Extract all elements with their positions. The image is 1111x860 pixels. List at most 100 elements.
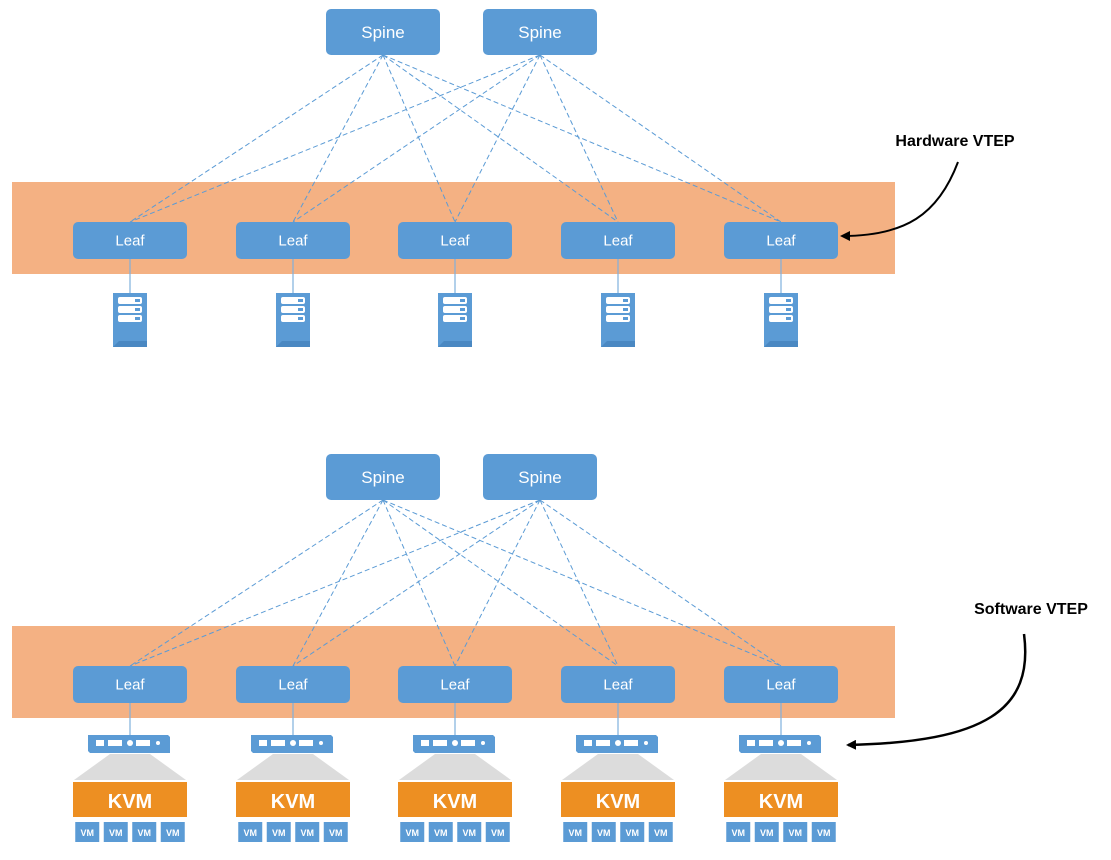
leaf-label: Leaf [440, 677, 470, 694]
kvm-box [561, 782, 675, 817]
callout-arrow [846, 633, 1027, 750]
software-vtep-fabric: Spine Spine Leaf Leaf Leaf Leaf Leaf KVM… [12, 454, 1088, 842]
vm-label: VM [166, 828, 180, 838]
vm-box: VM [620, 822, 645, 842]
hypervisor-shade [74, 754, 186, 780]
kvm-box [236, 782, 350, 817]
spine-leaf-link [539, 499, 782, 667]
vm-box: VM [457, 822, 482, 842]
vm-label: VM [732, 828, 746, 838]
server-icon [113, 293, 147, 347]
callout-label: Hardware VTEP [895, 133, 1014, 150]
vm-label: VM [81, 828, 95, 838]
spine-label: Spine [518, 23, 561, 42]
vm-box: VM [132, 822, 157, 842]
leaf-node: Leaf [724, 222, 838, 259]
leaf-label: Leaf [115, 233, 145, 250]
leaf-label: Leaf [766, 677, 796, 694]
spine-leaf-link [382, 54, 456, 223]
vm-box: VM [754, 822, 779, 842]
vm-box: VM [783, 822, 808, 842]
leaf-host-links [129, 703, 782, 735]
spine-leaf-link [454, 54, 541, 223]
callout-label: Software VTEP [974, 601, 1088, 618]
spine-node: Spine [483, 454, 597, 500]
leaf-node: Leaf [73, 666, 187, 703]
hypervisor-shade [725, 754, 837, 780]
hypervisor-shade [237, 754, 349, 780]
vm-label: VM [491, 828, 505, 838]
spine-leaf-links [129, 499, 782, 667]
callout-arrow [840, 161, 959, 241]
leaf-node: Leaf [398, 222, 512, 259]
rack-server-icon [88, 735, 170, 753]
spine-leaf-link [539, 499, 619, 667]
software-vtep-callout: Software VTEP [846, 601, 1088, 750]
spine-leaf-link [292, 54, 541, 223]
leaf-node: Leaf [561, 666, 675, 703]
vm-label: VM [272, 828, 286, 838]
leaf-label: Leaf [115, 677, 145, 694]
kvm-host: KVM VM VM VM VM [398, 735, 512, 842]
vm-box: VM [295, 822, 320, 842]
vm-label: VM [597, 828, 611, 838]
vm-box: VM [563, 822, 588, 842]
server-icon [764, 293, 798, 347]
rack-server-icon [739, 735, 821, 753]
spine-label: Spine [361, 468, 404, 487]
vm-box: VM [591, 822, 616, 842]
leaf-label: Leaf [603, 677, 633, 694]
leaf-node: Leaf [724, 666, 838, 703]
vm-box: VM [400, 822, 425, 842]
leaf-label: Leaf [440, 233, 470, 250]
spine-leaf-link [129, 499, 384, 667]
vm-label: VM [301, 828, 315, 838]
vm-label: VM [463, 828, 477, 838]
server-icon [601, 293, 635, 347]
leaf-label: Leaf [278, 677, 308, 694]
spine-leaf-link [382, 54, 619, 223]
vm-label: VM [329, 828, 343, 838]
leaf-node: Leaf [236, 222, 350, 259]
vm-label: VM [138, 828, 152, 838]
spine-node: Spine [483, 9, 597, 55]
vm-box: VM [103, 822, 128, 842]
vm-box: VM [726, 822, 751, 842]
spine-leaf-link [129, 499, 541, 667]
spine-leaf-link [129, 54, 384, 223]
server-icon [276, 293, 310, 347]
hypervisor-shade [562, 754, 674, 780]
kvm-host: KVM VM VM VM VM [73, 735, 187, 842]
hardware-vtep-callout: Hardware VTEP [840, 133, 1015, 241]
vm-box: VM [428, 822, 453, 842]
kvm-label: KVM [108, 791, 152, 813]
vm-box: VM [266, 822, 291, 842]
leaf-node: Leaf [398, 666, 512, 703]
vm-box: VM [811, 822, 836, 842]
vm-label: VM [406, 828, 420, 838]
spine-leaf-links [129, 54, 782, 223]
rack-server-icon [413, 735, 495, 753]
leaf-label: Leaf [766, 233, 796, 250]
kvm-box [724, 782, 838, 817]
spine-node: Spine [326, 9, 440, 55]
vm-label: VM [569, 828, 583, 838]
spine-label: Spine [361, 23, 404, 42]
leaf-node: Leaf [561, 222, 675, 259]
leaf-label: Leaf [278, 233, 308, 250]
vm-label: VM [760, 828, 774, 838]
spine-leaf-link [292, 499, 541, 667]
vm-label: VM [244, 828, 258, 838]
vm-label: VM [789, 828, 803, 838]
spine-leaf-link [539, 54, 782, 223]
kvm-label: KVM [759, 791, 803, 813]
kvm-label: KVM [433, 791, 477, 813]
vm-box: VM [648, 822, 673, 842]
spine-leaf-link [539, 54, 619, 223]
leaf-server-links [129, 259, 782, 293]
vm-box: VM [323, 822, 348, 842]
